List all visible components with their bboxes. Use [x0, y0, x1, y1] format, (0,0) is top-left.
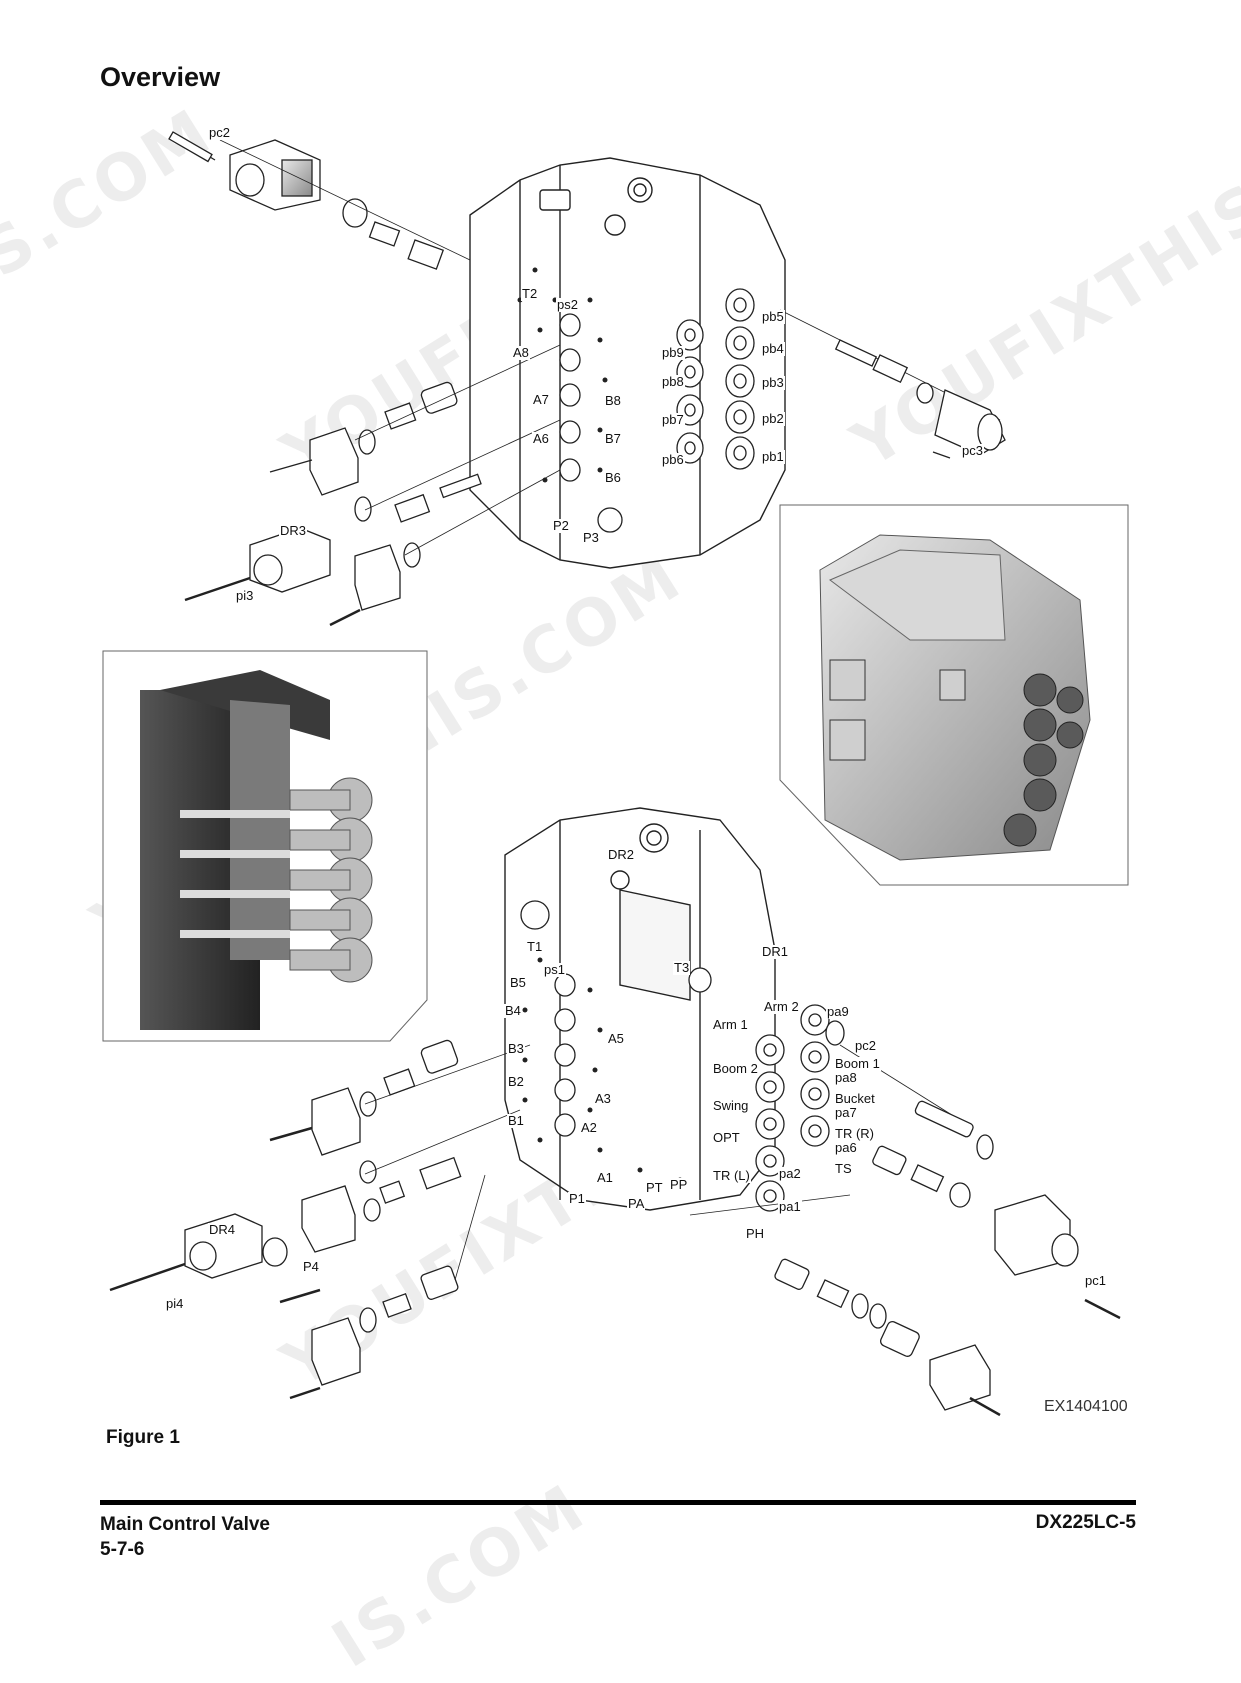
label-boom-1: Boom 1: [834, 1056, 881, 1071]
label-ps2: ps2: [556, 297, 579, 312]
label-tr-l: TR (L): [712, 1168, 751, 1183]
label-pb2: pb2: [761, 411, 785, 426]
page-title: Overview: [100, 62, 221, 92]
footer-left: Main Control Valve 5-7-6: [100, 1512, 270, 1562]
label-B6: B6: [604, 470, 622, 485]
label-pb8: pb8: [661, 374, 685, 389]
label-arm-1: Arm 1: [712, 1017, 749, 1032]
label-PH: PH: [745, 1226, 766, 1241]
footer-page-number: 5-7-6: [100, 1539, 145, 1560]
bottom-valve-spool-caps: [520, 900, 845, 1212]
top-valve-body: [469, 157, 786, 569]
label-pc1: pc1: [1084, 1273, 1107, 1288]
label-A8: A8: [512, 345, 530, 360]
label-arm-2: Arm 2: [763, 999, 800, 1014]
label-swing: Swing: [712, 1098, 750, 1113]
label-pi3: pi3: [235, 588, 255, 603]
label-PT: PT: [645, 1180, 664, 1195]
label-A7: A7: [532, 392, 550, 407]
label-DR1: DR1: [761, 944, 790, 959]
label-pb7: pb7: [661, 412, 685, 427]
label-pa2: pa2: [778, 1166, 802, 1181]
label-pb6: pb6: [661, 452, 685, 467]
label-P2: P2: [552, 518, 570, 533]
label-pc2-bottom: pc2: [854, 1038, 877, 1053]
figure-id: EX1404100: [1044, 1398, 1128, 1415]
label-PA: PA: [627, 1196, 646, 1211]
label-P3: P3: [582, 530, 600, 545]
label-P1: P1: [568, 1191, 586, 1206]
label-pi4: pi4: [165, 1296, 185, 1311]
photo-frame-right: [779, 504, 1129, 886]
top-pc2-parts: [168, 131, 471, 270]
label-B8: B8: [604, 393, 622, 408]
label-DR4: DR4: [208, 1222, 237, 1237]
label-DR2: DR2: [607, 847, 636, 862]
label-pa8: pa8: [834, 1070, 858, 1085]
label-tr-r: TR (R): [834, 1126, 875, 1141]
bottom-valve-bolt-holes: [522, 957, 683, 1183]
figure-caption: Figure 1: [106, 1427, 180, 1448]
label-B7: B7: [604, 431, 622, 446]
label-pb9: pb9: [661, 345, 685, 360]
photo-frame-left: [102, 650, 428, 1042]
label-pa1: pa1: [778, 1199, 802, 1214]
label-pb5: pb5: [761, 309, 785, 324]
label-T2: T2: [521, 286, 539, 301]
label-PP: PP: [669, 1177, 689, 1192]
label-P4: P4: [302, 1259, 320, 1274]
bottom-right-exploded-parts: [689, 1044, 1121, 1417]
label-B5: B5: [509, 975, 527, 990]
label-pb3: pb3: [761, 375, 785, 390]
bottom-valve-body: [504, 807, 776, 1211]
label-A2: A2: [580, 1120, 598, 1135]
label-B1: B1: [507, 1113, 525, 1128]
label-A6: A6: [532, 431, 550, 446]
footer-rule: [100, 1500, 1136, 1505]
label-pa9: pa9: [826, 1004, 850, 1019]
label-pa6: pa6: [834, 1140, 858, 1155]
label-A3: A3: [594, 1091, 612, 1106]
label-OPT: OPT: [712, 1130, 741, 1145]
top-left-exploded-parts: [184, 344, 561, 627]
label-B2: B2: [507, 1074, 525, 1089]
top-valve-spool-caps: [559, 288, 755, 533]
label-A5: A5: [607, 1031, 625, 1046]
label-B4: B4: [504, 1003, 522, 1018]
footer-model: DX225LC-5: [1035, 1512, 1136, 1533]
label-T3: T3: [673, 960, 691, 975]
label-pb1: pb1: [761, 449, 785, 464]
top-pc3-parts: [779, 309, 1006, 459]
label-pc2-top: pc2: [208, 125, 231, 140]
label-ps1: ps1: [543, 962, 566, 977]
label-TS: TS: [834, 1161, 853, 1176]
label-B3: B3: [507, 1041, 525, 1056]
footer-title: Main Control Valve: [100, 1514, 270, 1535]
label-bucket: Bucket: [834, 1091, 876, 1106]
label-boom-2: Boom 2: [712, 1061, 759, 1076]
label-DR3: DR3: [279, 523, 308, 538]
label-pb4: pb4: [761, 341, 785, 356]
bottom-left-exploded-parts: [109, 1039, 531, 1400]
label-A1: A1: [596, 1170, 614, 1185]
label-pc3: pc3: [961, 443, 984, 458]
label-pa7: pa7: [834, 1105, 858, 1120]
label-T1: T1: [526, 939, 544, 954]
